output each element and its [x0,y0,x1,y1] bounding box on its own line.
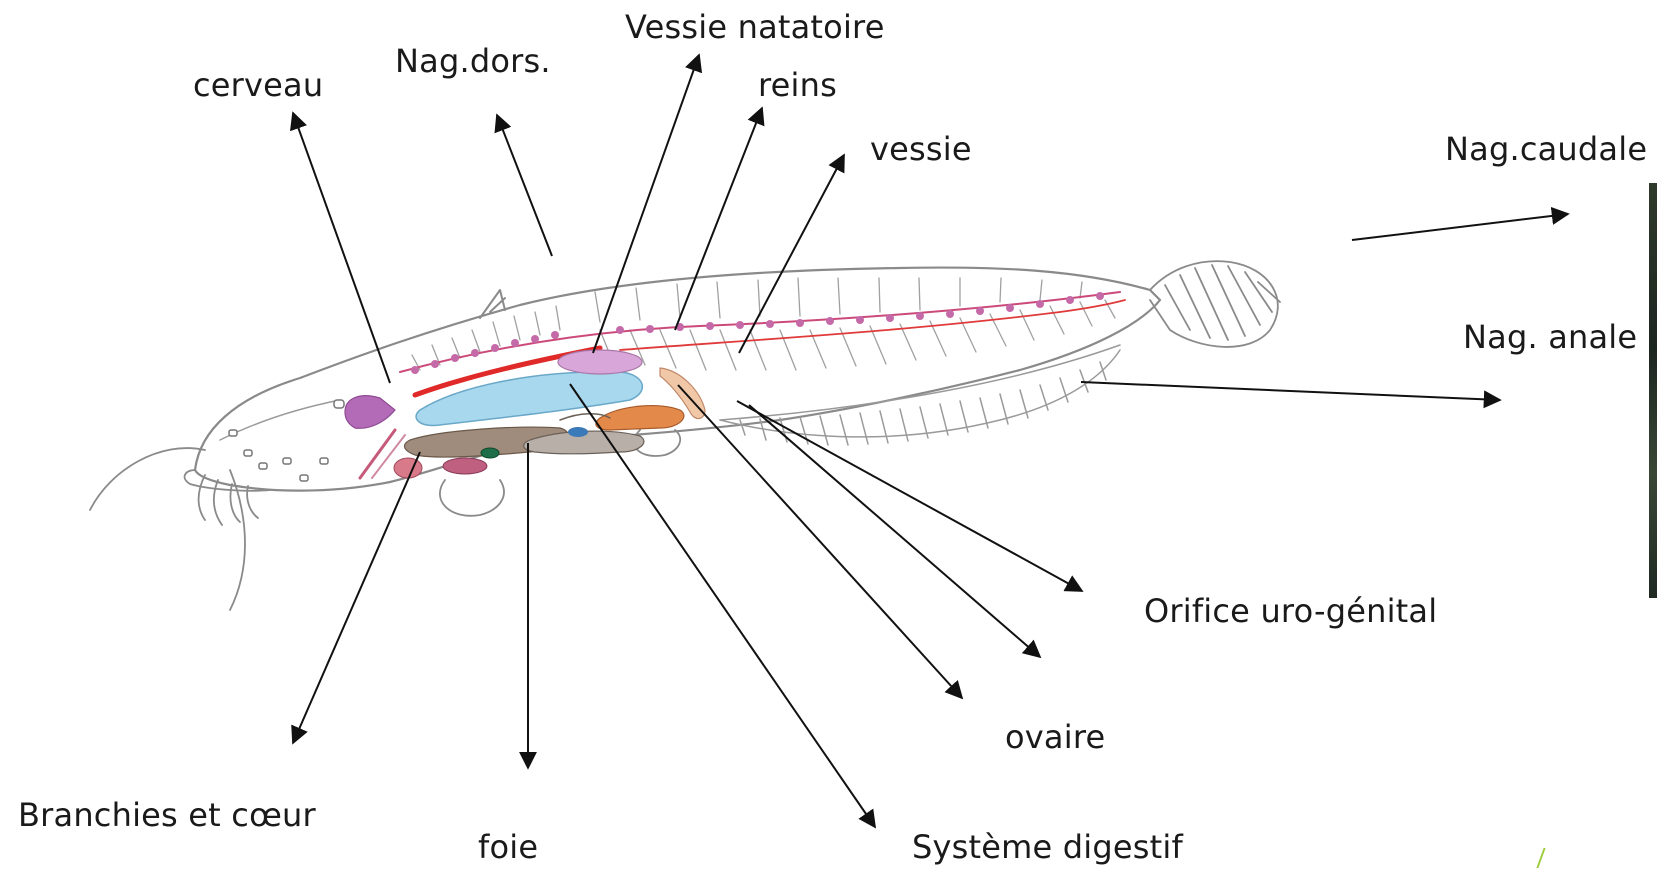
barbels-drawing [90,448,270,610]
kidney-drawing [558,350,642,374]
spleen-drawing [568,427,588,437]
label-nag-caudale: Nag.caudale [1445,130,1647,168]
arrow-systeme-digestif [570,384,875,827]
label-nag-dors: Nag.dors. [395,42,551,80]
photo-edge-strip [1649,183,1657,598]
arrow-nag-caudale [1352,214,1568,240]
spinal-cord-drawing [400,292,1120,372]
arrow-ovaire-a [749,405,1040,657]
arrow-ovaire-b [678,385,962,698]
arrow-nag-anale [1081,382,1500,400]
anal-fin-drawing [720,345,1120,445]
label-vessie: vessie [870,130,972,168]
arrow-branchies [293,452,420,743]
label-orifice-uro-genital: Orifice uro-génital [1144,592,1437,630]
arrow-cerveau [293,113,390,383]
label-systeme-digestif: Système digestif [912,828,1183,866]
caudal-fin-drawing [1150,261,1280,347]
label-cerveau: cerveau [193,66,323,104]
brain-drawing [345,396,395,429]
label-ovaire: ovaire [1005,718,1105,756]
dorsal-artery-drawing [620,300,1125,350]
label-vessie-natatoire: Vessie natatoire [625,8,885,46]
fish-drawing [90,261,1280,610]
pectoral-fin-drawing [440,480,504,516]
label-nag-anale: Nag. anale [1463,318,1637,356]
arrow-nag-dors [497,115,552,256]
label-reins: reins [758,66,837,104]
label-foie: foie [478,828,538,866]
arrow-orifice [737,401,1082,591]
gallbladder-drawing [481,448,499,458]
label-branchies-et-coeur: Branchies et cœur [18,796,316,834]
